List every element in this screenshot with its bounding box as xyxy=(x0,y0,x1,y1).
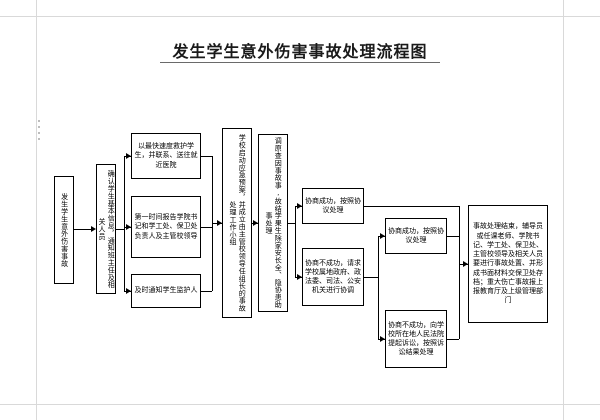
split-vertical-1 xyxy=(295,206,296,277)
connector-n8-merge xyxy=(364,206,459,207)
arrowhead-n1-n2 xyxy=(91,226,96,232)
title-underline xyxy=(160,62,440,63)
node-agreement-success-2: 协商成功，按照协议处理 xyxy=(385,218,447,254)
arrowhead-bus-n5 xyxy=(126,288,131,294)
node-agreement-fail-govt-mediation: 协商不成功，请求学校属地政府、政法委、司法、公安机关进行协调 xyxy=(302,248,364,306)
arrowhead-split-n8 xyxy=(297,203,302,209)
margin-dots-icon xyxy=(38,120,42,142)
connector-n3-bus2 xyxy=(201,156,212,157)
arrowhead-split-n9 xyxy=(297,274,302,280)
page-edge-left xyxy=(36,0,37,420)
node-incident-occurs: 发生学生意外伤害事故 xyxy=(54,176,74,284)
node-report-leaders: 第一时间报告学院书记和学工处、保卫处负责人及主管校领导 xyxy=(131,196,201,258)
arrowhead-split-n11 xyxy=(380,336,385,342)
page-edge-right xyxy=(563,0,564,420)
connector-n4-bus2 xyxy=(201,227,212,228)
connector-n2-bus xyxy=(116,229,125,230)
connector-n10-merge xyxy=(447,236,459,237)
node-confirm-info-notify: 确认学生基本信息，通知班主任及相关人员 xyxy=(96,164,116,294)
connector-n11-merge xyxy=(447,339,459,340)
arrowhead-merge-n12 xyxy=(463,261,468,267)
page-title: 发生学生意外伤害事故处理流程图 xyxy=(172,44,428,61)
node-notify-guardian: 及时通知学生监护人 xyxy=(131,274,201,308)
connector-n9-split xyxy=(364,277,378,278)
node-rescue-hospital: 以最快速度救护学生，并联系、送往就近医院 xyxy=(131,133,201,179)
node-emergency-plan-workgroup: 学校启动应急预案，并成立由主管校领导任组长的事故处理工作小组 xyxy=(222,128,252,318)
arrowhead-split-n10 xyxy=(380,233,385,239)
merge-vertical xyxy=(459,206,460,339)
arrowhead-bus2-n6 xyxy=(217,220,222,226)
page-edge-top xyxy=(0,16,600,17)
split-vertical-2 xyxy=(378,236,379,339)
connector-n7-split xyxy=(288,223,295,224)
node-agreement-fail-lawsuit: 协商不成功，向学校所在地人民法院提起诉讼，按照诉讼结果处理 xyxy=(385,310,447,368)
node-investigate-cause: 调原查因事故事,故结学果生除家安长全、隐协患助事处理 xyxy=(258,134,288,312)
connector-n1-n2 xyxy=(74,229,91,230)
arrowhead-bus-n3 xyxy=(126,153,131,159)
arrowhead-bus-n4 xyxy=(126,224,131,230)
page-edge-bottom xyxy=(0,404,600,405)
bus-left-vertical xyxy=(124,156,125,291)
connector-n5-bus2 xyxy=(201,291,212,292)
node-agreement-success-1: 协商成功，按照协议处理 xyxy=(302,188,364,224)
arrowhead-n6-n7 xyxy=(253,220,258,226)
node-case-closed-archive: 事故处理结束，辅导员或任课老师、学院书记、学工处、保卫处、主管校领导及相关人员要… xyxy=(468,205,548,323)
